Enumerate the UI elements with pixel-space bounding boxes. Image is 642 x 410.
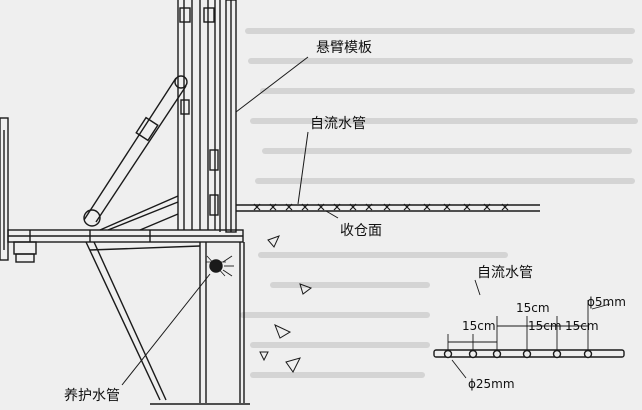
label-self-flow-pipe-main: 自流水管 xyxy=(310,116,366,132)
leader-formwork xyxy=(235,56,309,113)
label-cantilever-formwork: 悬臂模板 xyxy=(316,40,372,56)
leader-surface xyxy=(325,210,339,219)
lower-bracing xyxy=(85,241,201,401)
curing-pipe xyxy=(206,255,226,277)
label-spacing-2: 15cm xyxy=(462,319,496,333)
label-curing-pipe: 养护水管 xyxy=(64,388,120,404)
label-self-flow-pipe-detail: 自流水管 xyxy=(477,265,533,281)
platform-beam xyxy=(7,229,244,263)
left-wall-bracket xyxy=(0,117,9,261)
label-hole-diameter: ϕ5mm xyxy=(587,295,626,309)
spray-lines xyxy=(222,255,234,277)
diagonal-strut xyxy=(83,75,188,227)
vertical-frame xyxy=(177,0,219,230)
leader-self-flow xyxy=(297,131,309,205)
label-spacing-4: 15cm xyxy=(565,319,599,333)
label-storage-surface: 收仓面 xyxy=(340,223,382,239)
label-spacing-1: 15cm xyxy=(516,301,550,315)
cantilever-formwork-plate xyxy=(219,0,237,233)
label-spacing-3: 15cm xyxy=(528,319,562,333)
label-pipe-diameter: ϕ25mm xyxy=(468,377,515,391)
aggregate-pieces xyxy=(259,235,313,373)
detail-pipe xyxy=(433,349,625,359)
pipe-cross-marks xyxy=(253,203,509,211)
dimension-lines xyxy=(447,279,611,379)
leader-curing xyxy=(121,273,211,386)
upper-bracing xyxy=(99,195,179,231)
support-column xyxy=(199,242,245,403)
